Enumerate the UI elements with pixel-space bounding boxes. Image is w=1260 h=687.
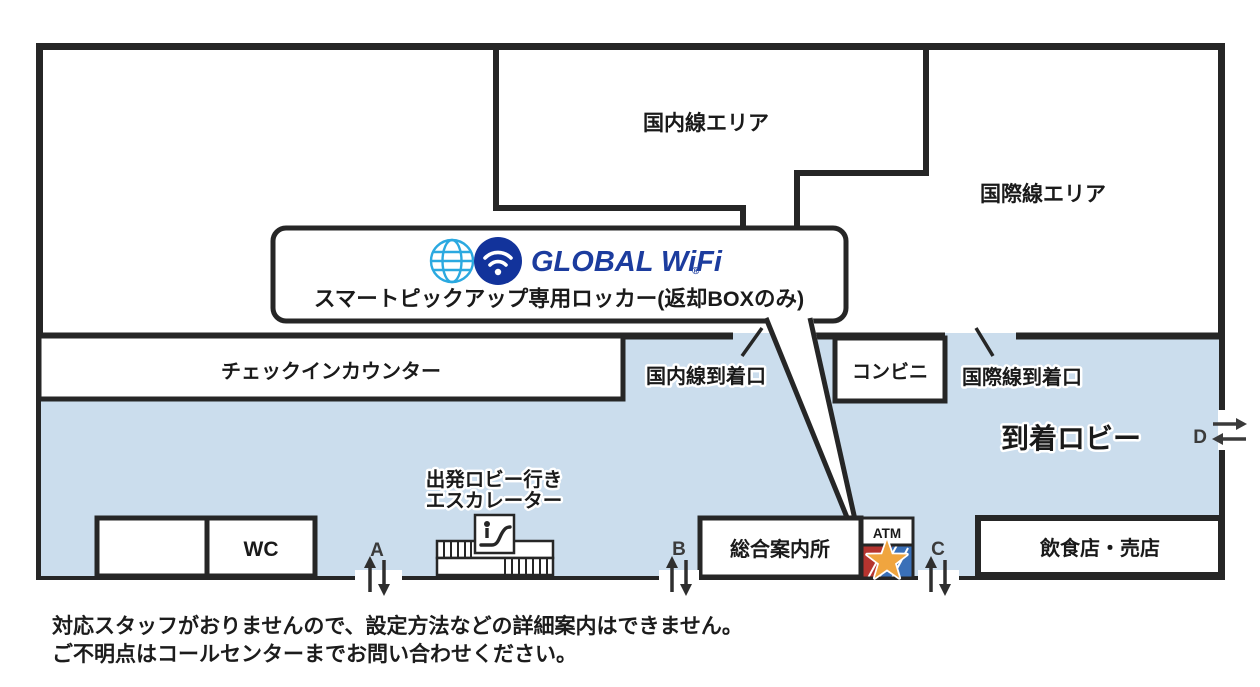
escalator-steps-hatching <box>443 542 548 574</box>
gate-b-label: B <box>672 539 686 560</box>
locker-star-icon <box>865 538 909 580</box>
international-arrival-gate-label: 国際線到着口 <box>962 365 1082 389</box>
gate-b: B <box>666 539 692 596</box>
gate-d-gap <box>1218 410 1229 450</box>
checkin-counter-box <box>36 333 626 402</box>
gate-a-label: A <box>370 540 384 561</box>
gate-b-arrows-icon <box>666 556 692 596</box>
callout-caption: スマートピックアップ専用ロッカー(返却BOXのみ) <box>314 287 804 311</box>
domestic-area-label: 国内線エリア <box>643 111 769 135</box>
terminal-outline <box>36 43 1225 580</box>
globe-icon <box>429 238 475 284</box>
callout-box <box>270 225 849 324</box>
globalwifi-logo: GLOBAL WiFi ® <box>429 237 723 285</box>
international-area-label: 国際線エリア <box>980 182 1106 206</box>
gate-d-label: D <box>1193 427 1207 448</box>
gate-d: D <box>1193 418 1247 448</box>
brand-wordmark: GLOBAL WiFi <box>531 246 723 278</box>
escalator-group: 出発ロビー行き エスカレーター <box>423 466 565 577</box>
escalator-lower-band <box>435 556 555 577</box>
bottom-wall-gaps <box>355 570 959 582</box>
domestic-arrival-gate-label: 国内線到着口 <box>646 364 766 388</box>
gate-c-arrows-icon <box>925 556 951 596</box>
globalwifi-callout: GLOBAL WiFi ® スマートピックアップ専用ロッカー(返却BOXのみ) <box>270 225 863 544</box>
convenience-store-label: コンビニ <box>852 361 928 383</box>
convenience-store-box <box>832 335 948 404</box>
escalator-label-line2: エスカレーター <box>426 490 563 512</box>
escalator-label-line1: 出発ロビー行き <box>426 468 563 491</box>
wc-label: WC <box>244 538 279 561</box>
information-desk-label: 総合案内所 <box>730 537 830 561</box>
gate-d-arrows-icon <box>1212 418 1247 445</box>
domestic-area-wall-left <box>493 44 746 229</box>
domestic-gate-tick <box>740 326 764 358</box>
international-gate-tick <box>974 327 995 357</box>
gate-a-arrows-icon <box>364 556 390 596</box>
wifi-icon <box>474 237 522 285</box>
checkin-counter-label: チェックインカウンター <box>221 360 441 383</box>
unlabeled-room-box <box>94 515 210 579</box>
escalator-icon-box <box>473 513 516 555</box>
arrival-lobby-label: 到着ロビー <box>1001 422 1141 454</box>
gate-c-label: C <box>931 539 945 560</box>
gate-c: C <box>925 539 951 596</box>
footer-note-line1: 対応スタッフがおりませんので、設定方法などの詳細案内はできません。 <box>52 614 743 638</box>
callout-pointer-left-edge <box>763 317 860 543</box>
restaurants-shops-label: 飲食店・売店 <box>1039 536 1160 560</box>
restaurants-shops-box <box>975 515 1224 578</box>
gate-a: A <box>364 540 390 596</box>
registered-mark: ® <box>692 266 700 277</box>
atm-label: ATM <box>873 526 901 541</box>
locker-marker <box>860 538 915 580</box>
atm-locker-group: ATM <box>860 516 915 580</box>
domestic-area-wall-right <box>794 44 929 229</box>
information-desk-box <box>697 515 864 580</box>
upper-partition-walls <box>493 44 929 229</box>
wc-box <box>204 515 318 579</box>
escalator-icon <box>479 521 512 547</box>
callout-pointer-right-edge <box>807 317 863 543</box>
footer-note-line2: ご不明点はコールセンターまでお問い合わせください。 <box>52 642 577 666</box>
